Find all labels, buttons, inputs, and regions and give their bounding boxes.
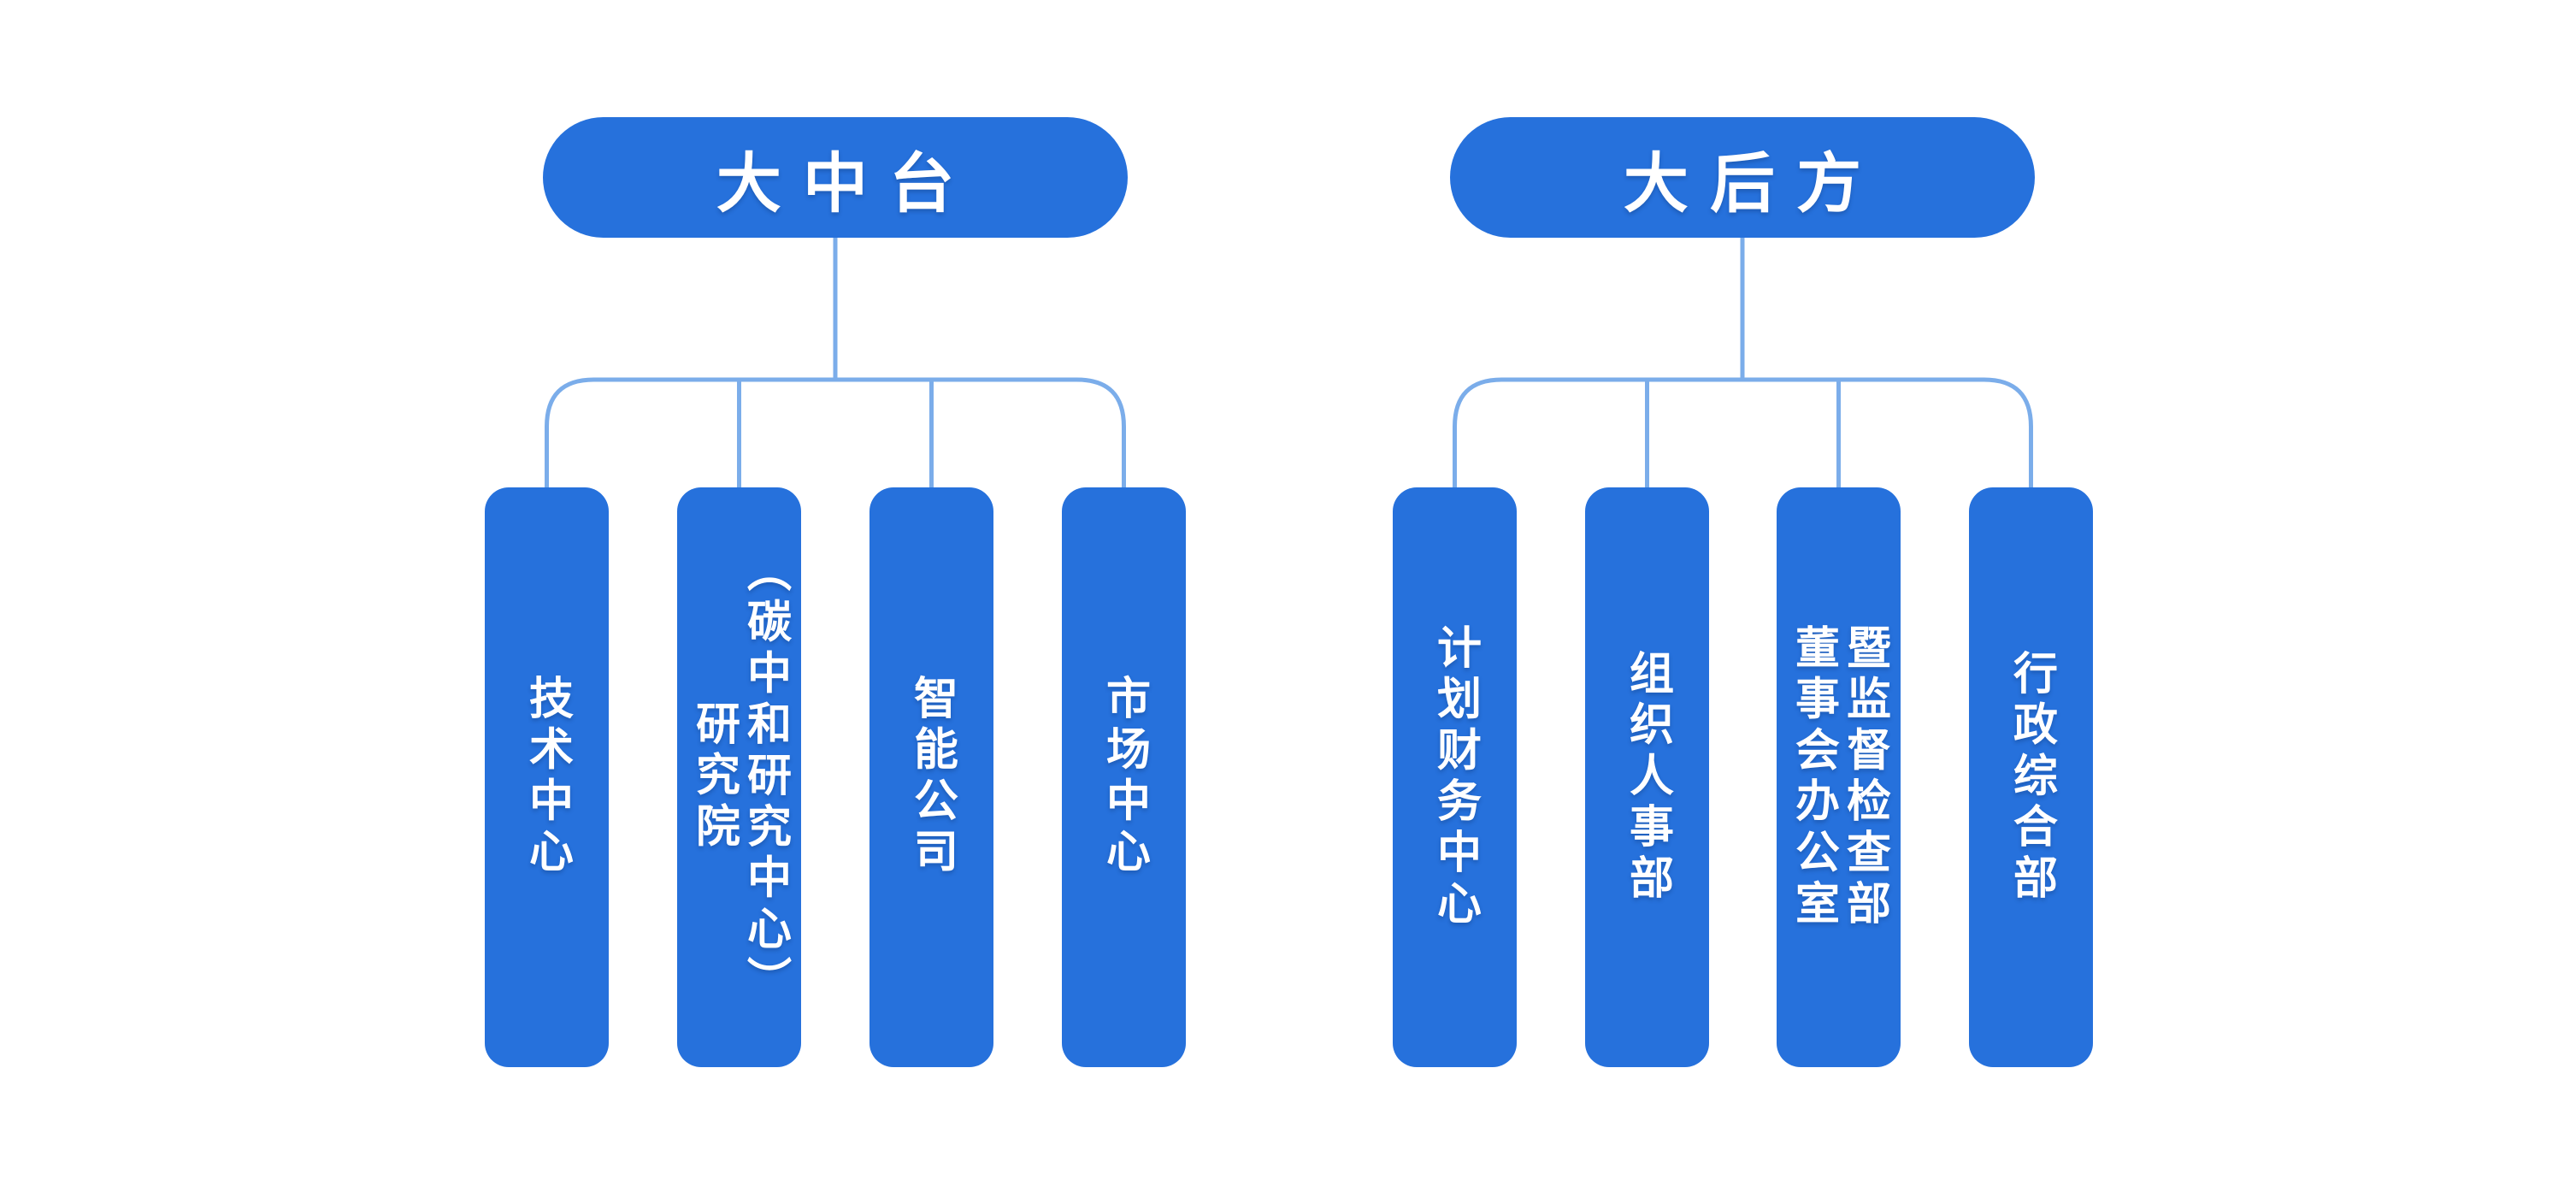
child-node-label: 行政综合部 [2006,649,2056,906]
child-node-label: 组织人事部 [1622,649,1672,906]
child-node-intelligent-company: 智能公司 [869,487,993,1067]
connector-drop-right-group [1645,380,1841,487]
child-node-label: 智能公司 [906,675,957,880]
connector-rail-left-group [545,377,1126,487]
child-node-market-center: 市场中心 [1062,487,1186,1067]
connector-drop-left-group [737,380,934,487]
child-node-label: 董事会办公室 暨监督检查部 [1788,623,1889,931]
child-node-label: 研究院 （碳中和研究中心） [688,546,790,1008]
child-node-research-institute: 研究院 （碳中和研究中心） [677,487,801,1067]
child-node-admin-department: 行政综合部 [1969,487,2093,1067]
child-node-label: 计划财务中心 [1429,623,1480,931]
child-node-label: 市场中心 [1099,675,1149,880]
child-node-board-office: 董事会办公室 暨监督检查部 [1777,487,1901,1067]
root-node-label: 大后方 [1623,147,1883,221]
root-node-mid-platform: 大中台 [543,117,1128,238]
root-node-rear-support: 大后方 [1450,117,2035,238]
child-node-hr-department: 组织人事部 [1585,487,1709,1067]
child-node-label: 技术中心 [522,675,572,880]
child-node-planning-finance-center: 计划财务中心 [1393,487,1517,1067]
child-node-tech-center: 技术中心 [485,487,609,1067]
root-node-label: 大中台 [716,147,976,221]
connector-rail-right-group [1453,377,2033,487]
